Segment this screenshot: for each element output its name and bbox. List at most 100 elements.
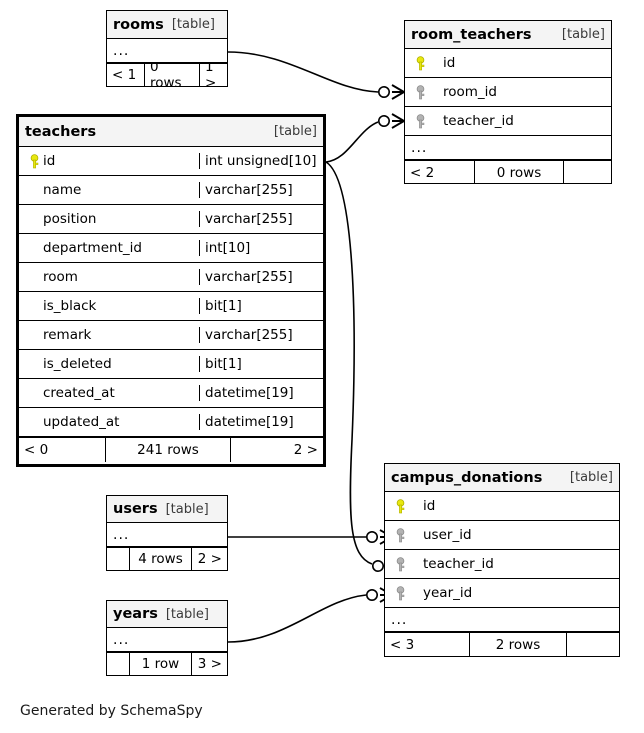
column-type: varchar[255] [199, 269, 323, 285]
column-row-updated_at[interactable]: updated_at datetime[19] [19, 408, 323, 437]
table-tag: [table] [569, 470, 613, 485]
column-name: id [43, 153, 56, 169]
column-name: is_deleted [43, 356, 112, 372]
table-name: users [113, 501, 158, 517]
column-type: varchar[255] [199, 327, 323, 343]
foreign-key-icon [391, 585, 409, 601]
column-row-created_at[interactable]: created_at datetime[19] [19, 379, 323, 408]
prev-page-button[interactable] [107, 548, 129, 570]
primary-key-icon [411, 55, 429, 71]
prev-page-button[interactable]: < 1 [112, 67, 137, 83]
column-type: int unsigned[10] [199, 153, 323, 169]
column-row-remark[interactable]: remark varchar[255] [19, 321, 323, 350]
column-row-is_black[interactable]: is_black bit[1] [19, 292, 323, 321]
ellipsis-label: ... [113, 526, 130, 543]
table-teachers[interactable]: teachers [table] id int unsigned[10] nam… [16, 114, 326, 467]
column-row-teacher_id[interactable]: teacher_id [385, 550, 619, 579]
next-page-button[interactable]: 3 > [197, 656, 222, 672]
column-row-department_id[interactable]: department_id int[10] [19, 234, 323, 263]
table-footer-teachers: < 0 241 rows 2 > [19, 437, 323, 462]
primary-key-icon [391, 498, 409, 514]
column-row-teacher_id[interactable]: teacher_id [405, 107, 611, 136]
foreign-key-icon [391, 527, 409, 543]
column-type: bit[1] [199, 298, 323, 314]
table-name: teachers [25, 123, 97, 140]
foreign-key-icon [411, 113, 429, 129]
primary-key-icon [25, 153, 43, 169]
column-row-year_id[interactable]: year_id [385, 579, 619, 608]
table-header-campus_donations: campus_donations [table] [385, 464, 619, 492]
column-name: name [43, 182, 82, 198]
table-header-users: users [table] [107, 496, 227, 523]
table-header-teachers: teachers [table] [19, 117, 323, 147]
column-row-name[interactable]: name varchar[255] [19, 176, 323, 205]
table-tag: [table] [165, 606, 209, 622]
table-tag: [table] [561, 27, 605, 42]
table-more-columns-row: ... [107, 39, 227, 63]
table-more-columns-row: ... [107, 523, 227, 547]
next-page-button[interactable] [564, 161, 611, 184]
column-type: varchar[255] [199, 182, 323, 198]
column-type: bit[1] [199, 356, 323, 372]
table-footer-room_teachers: < 2 0 rows [405, 160, 611, 184]
table-years[interactable]: years [table] ... 1 row 3 > [106, 600, 228, 676]
column-row-user_id[interactable]: user_id [385, 521, 619, 550]
edge-rooms-to-room_teachers [227, 51, 405, 100]
row-count-label: 2 rows [469, 633, 567, 656]
table-name: rooms [113, 16, 164, 33]
column-row-id[interactable]: id [385, 492, 619, 521]
ellipsis-label: ... [411, 139, 428, 156]
table-footer-rooms: < 1 0 rows 1 > [107, 63, 227, 86]
prev-page-button[interactable]: < 2 [410, 164, 435, 181]
foreign-key-icon [391, 556, 409, 572]
column-name: is_black [43, 298, 97, 314]
row-count-label: 4 rows [129, 548, 192, 570]
table-footer-campus_donations: < 3 2 rows [385, 632, 619, 656]
next-page-button[interactable]: 2 > [197, 551, 222, 567]
column-name: teacher_id [423, 556, 494, 572]
foreign-key-icon [411, 84, 429, 100]
column-row-position[interactable]: position varchar[255] [19, 205, 323, 234]
table-name: room_teachers [411, 26, 532, 43]
column-row-id[interactable]: id [405, 49, 611, 78]
prev-page-button[interactable] [107, 653, 129, 675]
row-count-label: 0 rows [144, 64, 200, 86]
ellipsis-label: ... [391, 611, 408, 628]
column-row-is_deleted[interactable]: is_deleted bit[1] [19, 350, 323, 379]
edge-teachers-to-room_teachers [325, 113, 405, 163]
column-row-room_id[interactable]: room_id [405, 78, 611, 107]
table-more-columns-row: ... [405, 136, 611, 160]
table-header-rooms: rooms [table] [107, 11, 227, 39]
column-name: id [443, 55, 456, 71]
column-name: year_id [423, 585, 473, 601]
column-type: int[10] [199, 240, 323, 256]
table-users[interactable]: users [table] ... 4 rows 2 > [106, 495, 228, 571]
column-type: datetime[19] [199, 385, 323, 401]
column-type: datetime[19] [199, 414, 323, 430]
row-count-label: 1 row [129, 653, 192, 675]
column-name: room [43, 269, 78, 285]
table-header-room_teachers: room_teachers [table] [405, 21, 611, 49]
table-name: years [113, 606, 158, 622]
column-type: varchar[255] [199, 211, 323, 227]
ellipsis-label: ... [113, 42, 130, 59]
table-footer-years: 1 row 3 > [107, 652, 227, 675]
table-room_teachers[interactable]: room_teachers [table] id room_id [404, 20, 612, 184]
column-name: created_at [43, 385, 115, 401]
table-tag: [table] [273, 124, 317, 139]
column-row-room[interactable]: room varchar[255] [19, 263, 323, 292]
table-rooms[interactable]: rooms [table] ... < 1 0 rows 1 > [106, 10, 228, 87]
column-row-id[interactable]: id int unsigned[10] [19, 147, 323, 176]
prev-page-button[interactable]: < 3 [390, 636, 415, 653]
prev-page-button[interactable]: < 0 [24, 442, 49, 458]
column-name: room_id [443, 84, 497, 100]
column-name: position [43, 211, 97, 227]
next-page-button[interactable]: 1 > [205, 64, 217, 86]
next-page-button[interactable] [567, 633, 619, 656]
next-page-button[interactable]: 2 > [293, 442, 318, 458]
schemaspy-credit: Generated by SchemaSpy [20, 703, 203, 719]
table-tag: [table] [171, 17, 215, 32]
table-campus_donations[interactable]: campus_donations [table] id user_id [384, 463, 620, 657]
column-name: teacher_id [443, 113, 514, 129]
table-more-columns-row: ... [385, 608, 619, 632]
